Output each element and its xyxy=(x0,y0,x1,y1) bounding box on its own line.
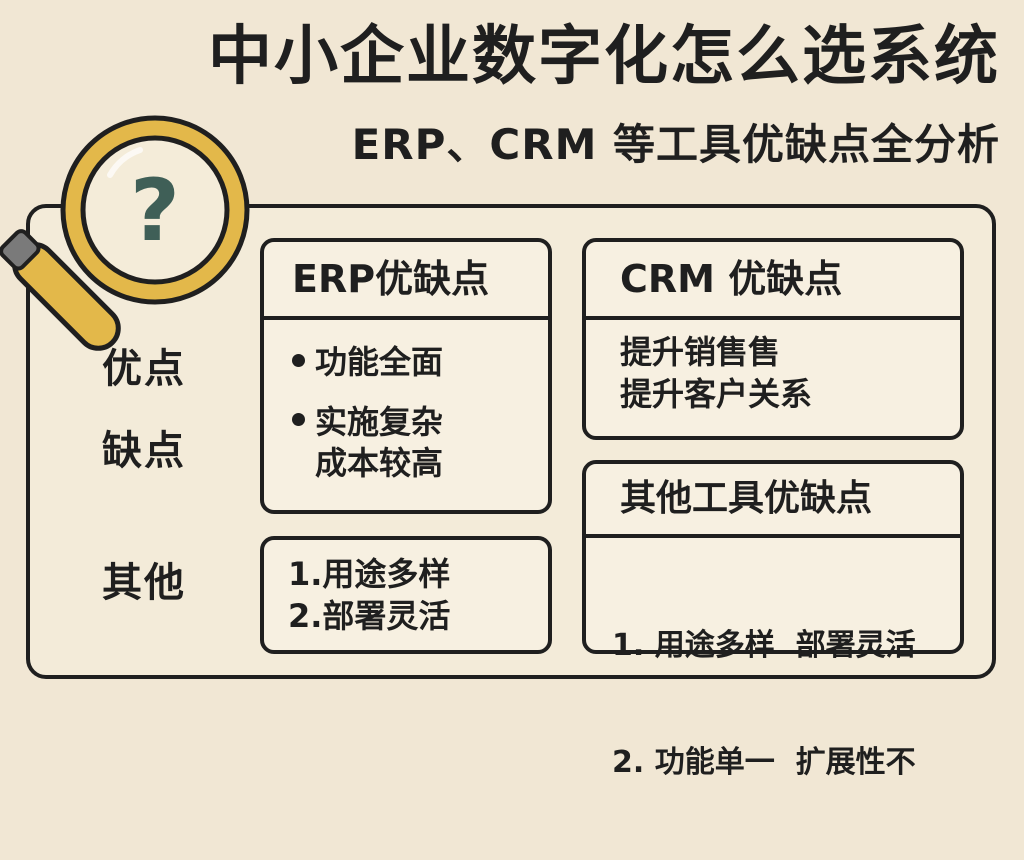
other-tools-panel-title: 其他工具优缺点 xyxy=(586,464,960,538)
erp-con-item: 实施复杂 xyxy=(292,402,548,444)
erp-other-item: 1.用途多样 xyxy=(288,555,451,593)
bullet-dot xyxy=(292,413,305,427)
subtitle: ERP、CRM 等工具优缺点全分析 xyxy=(351,120,1000,169)
bullet-dot xyxy=(292,353,305,367)
other-tools-panel-body: 1. 用途多样 部署灵活 2. 功能单一 扩展性不 xyxy=(586,538,960,860)
crm-pro-item: 提升销售售 xyxy=(620,333,781,371)
row-label-cons: 缺点 xyxy=(102,428,186,474)
erp-panel-title: ERP优缺点 xyxy=(264,242,548,320)
crm-panel-body: 提升销售售 提升客户关系 xyxy=(586,320,960,415)
other-tools-item: 1. 用途多样 部署灵活 xyxy=(612,628,916,663)
erp-panel: ERP优缺点 功能全面 实施复杂 成本较高 xyxy=(260,238,552,514)
other-tools-panel: 其他工具优缺点 1. 用途多样 部署灵活 2. 功能单一 扩展性不 xyxy=(582,460,964,780)
main-title: 中小企业数字化怎么选系统 xyxy=(208,20,1000,94)
row-label-other: 其他 xyxy=(102,560,186,606)
row-label-pros: 优点 xyxy=(102,346,186,392)
crm-pro-item: 提升客户关系 xyxy=(620,374,813,413)
crm-panel: CRM 优缺点 提升销售售 提升客户关系 xyxy=(582,238,964,440)
erp-panel-body: 功能全面 实施复杂 成本较高 xyxy=(264,320,548,485)
erp-pro-item: 功能全面 xyxy=(292,342,548,384)
magnifier-icon: ? xyxy=(0,115,250,351)
erp-other-panel: 1.用途多样 2.部署灵活 xyxy=(260,536,552,654)
other-tools-item: 2. 功能单一 扩展性不 xyxy=(612,745,916,780)
crm-panel-title: CRM 优缺点 xyxy=(586,242,960,320)
question-mark: ? xyxy=(130,161,180,261)
erp-other-item: 2.部署灵活 xyxy=(288,596,451,635)
erp-con-item: 成本较高 xyxy=(315,444,444,483)
